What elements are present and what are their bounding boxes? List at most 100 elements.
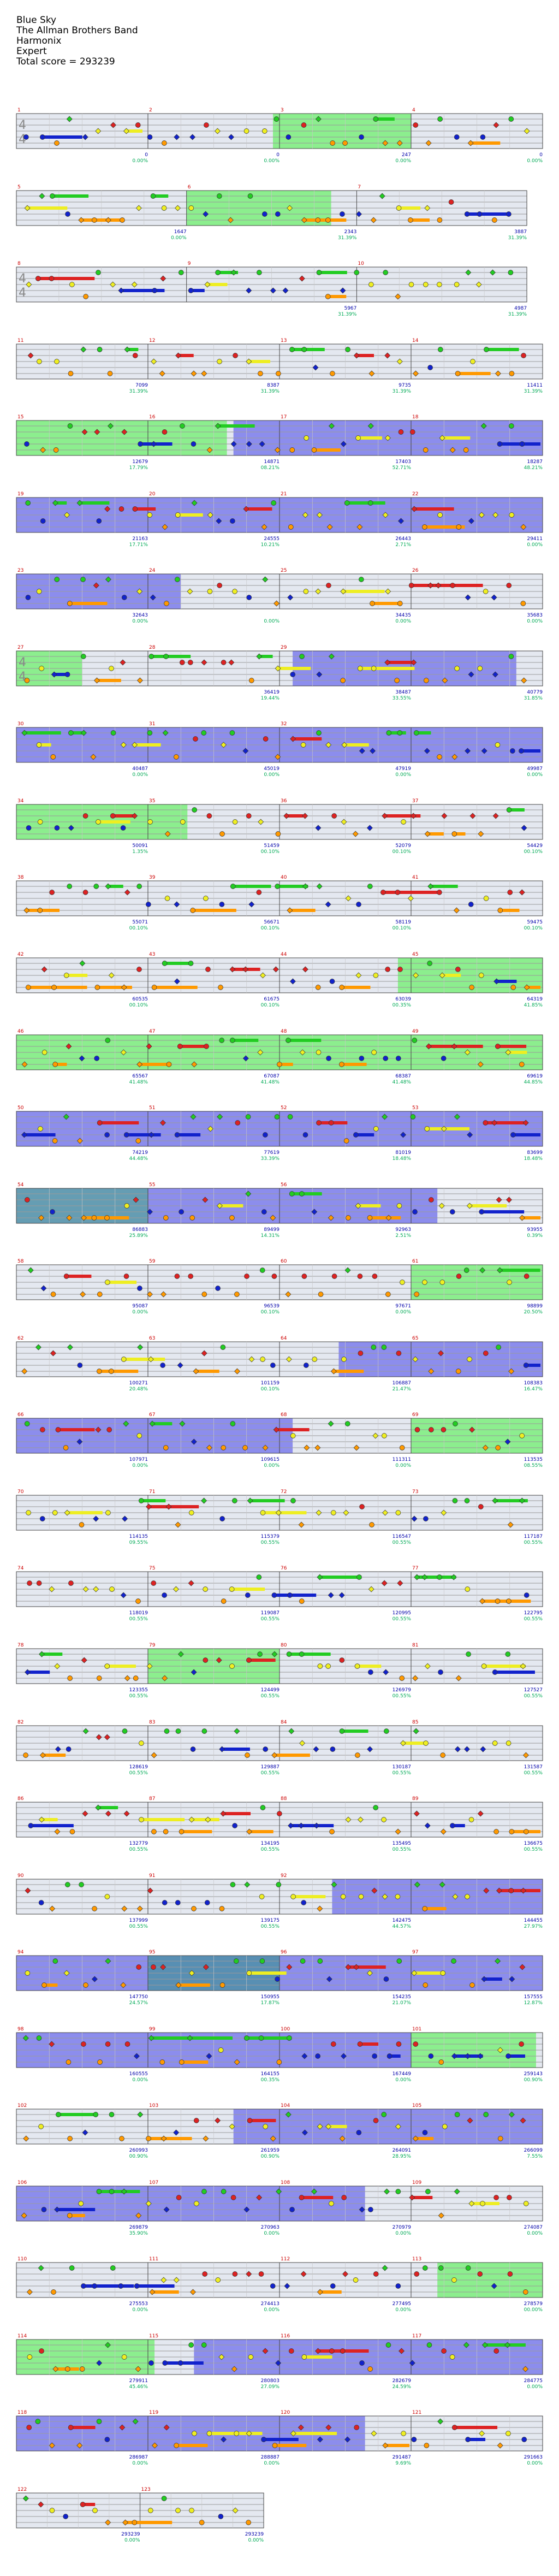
measure-number: 61 — [412, 1259, 418, 1264]
sustain-tail — [232, 1039, 259, 1042]
note-gem — [408, 282, 414, 287]
note-gem — [523, 1829, 529, 1834]
measure-score: 69619 — [527, 1074, 543, 1079]
note-gem — [96, 2189, 102, 2194]
note-gem — [136, 1433, 142, 1438]
hopo-gem — [187, 2035, 193, 2041]
hopo-gem — [206, 2053, 212, 2059]
note-gem — [193, 736, 198, 742]
hopo-gem — [342, 2271, 348, 2277]
note-gem — [346, 1215, 351, 1221]
sustain-tail — [259, 655, 273, 658]
note-gem — [121, 595, 127, 600]
note-gem — [258, 371, 263, 376]
note-gem — [24, 678, 30, 683]
note-gem — [301, 1900, 307, 1905]
note-gem — [315, 985, 321, 990]
note-gem — [506, 211, 512, 217]
measure-percent: 31.39% — [129, 389, 148, 394]
hopo-gem — [504, 1438, 511, 1445]
measure-number: 50 — [17, 1105, 24, 1111]
hopo-gem — [26, 2289, 33, 2295]
sustain-tail — [414, 1971, 442, 1975]
measure-number: 77 — [412, 1566, 418, 1571]
measure-number: 48 — [281, 1029, 287, 1034]
sustain-tail — [107, 1665, 136, 1668]
measure-percent: 00.55% — [261, 1616, 280, 1622]
measure-number: 59 — [149, 1259, 156, 1264]
note-gem — [234, 2431, 240, 2436]
measure-number: 49 — [412, 1029, 419, 1034]
hopo-gem — [120, 659, 126, 666]
hopo-gem — [110, 281, 116, 288]
hopo-gem — [24, 1669, 31, 1675]
staff-system-13: 466556741.48%476708741.48%486838741.48%4… — [16, 1029, 543, 1085]
note-gem — [507, 2195, 512, 2200]
note-gem — [316, 1050, 322, 1055]
measure-score: 29411 — [527, 536, 543, 542]
hopo-gem — [104, 1734, 110, 1740]
hopo-gem — [285, 2111, 292, 2118]
hopo-gem — [424, 831, 431, 837]
measure-percent: 0.00% — [124, 2538, 140, 2543]
hopo-gem — [41, 966, 47, 973]
note-gem — [188, 1274, 194, 1279]
note-gem — [191, 441, 197, 447]
hopo-gem — [78, 217, 85, 223]
note-gem — [160, 1363, 165, 1368]
hopo-gem — [188, 1816, 195, 1823]
staff-system-27: 10226099300.90%10326195900.90%1042640912… — [16, 2103, 543, 2159]
measure-score: 279911 — [129, 2378, 148, 2384]
note-gem — [147, 134, 153, 140]
hopo-gem — [519, 1497, 525, 1504]
hopo-gem — [25, 1887, 31, 1894]
hopo-gem — [491, 1120, 498, 1126]
measure-number: 23 — [17, 568, 23, 573]
note-gem — [428, 2053, 434, 2059]
hopo-gem — [230, 269, 237, 276]
note-gem — [478, 973, 484, 978]
measure-score: 32643 — [132, 613, 148, 618]
staff-system-16: 58950870.00%599653900.10%60976710.00%619… — [16, 1259, 543, 1315]
note-gem — [451, 1958, 456, 1964]
hopo-gem — [123, 1420, 129, 1427]
note-gem — [246, 2520, 252, 2525]
hopo-gem — [367, 423, 374, 429]
staff-system-5: 151267917.79%161487108.21%171740352.71%1… — [16, 414, 543, 471]
hopo-gem — [454, 2188, 460, 2195]
measure-number: 6 — [188, 185, 191, 190]
note-gem — [463, 1268, 469, 1273]
note-gem — [412, 1209, 418, 1215]
song-header: Blue Sky The Allman Brothers Band Harmon… — [16, 15, 138, 67]
hopo-gem — [159, 370, 165, 377]
note-gem — [356, 1574, 362, 1580]
note-gem — [510, 985, 516, 990]
hopo-gem — [299, 275, 305, 282]
hopo-gem — [451, 1043, 457, 1050]
note-gem — [96, 1675, 102, 1681]
sustain-tail — [521, 749, 540, 753]
measure-number: 89 — [412, 1796, 419, 1802]
note-gem — [162, 1900, 168, 1905]
note-gem — [495, 1445, 501, 1450]
hopo-gem — [21, 2212, 27, 2219]
note-gem — [163, 654, 169, 659]
note-gem — [188, 1510, 194, 1515]
measure-number: 55 — [149, 1182, 155, 1188]
hopo-gem — [284, 2283, 290, 2289]
note-gem — [330, 1510, 336, 1515]
measure-percent: 17.71% — [129, 542, 148, 548]
measure-percent: 0.00% — [395, 2307, 411, 2313]
hopo-gem — [104, 506, 111, 512]
measure-number: 44 — [281, 952, 287, 957]
measure-number: 101 — [412, 2027, 421, 2032]
hopo-gem — [492, 1497, 498, 1504]
hopo-gem — [38, 2265, 44, 2271]
staff-system-26: 981605550.00%9916415500.35%1001674490.00… — [16, 2027, 543, 2083]
note-gem — [259, 1958, 265, 1964]
hopo-gem — [206, 1444, 212, 1451]
measure-score: 116547 — [393, 1534, 411, 1539]
note-gem — [303, 589, 309, 594]
note-gem — [148, 654, 154, 659]
note-gem — [135, 1138, 141, 1144]
